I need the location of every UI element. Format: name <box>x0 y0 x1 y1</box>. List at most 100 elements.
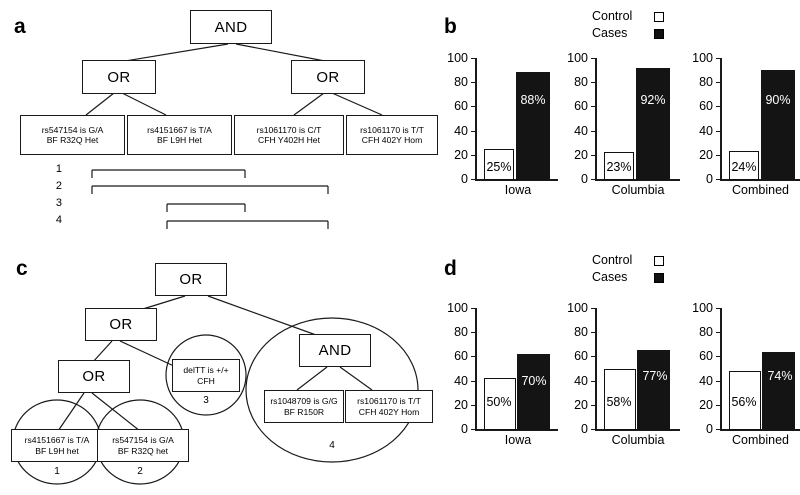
panel-c-group-label-4: 4 <box>329 440 335 451</box>
panel-b-legend: Control Cases <box>592 8 664 42</box>
y-tick-80 <box>591 332 595 334</box>
panel-c-leaf-rs4151667[interactable]: rs4151667 is T/A BF L9H het <box>11 429 103 462</box>
bar-control-combined[interactable] <box>729 371 761 430</box>
leaf-line-1: rs547154 is G/A <box>41 124 104 135</box>
leaf-line-1: rs1061170 is T/T <box>360 124 424 135</box>
panel-a-leaf-rs547154[interactable]: rs547154 is G/A BF R32Q Het <box>20 115 125 155</box>
y-tick-0 <box>471 429 475 431</box>
panel-a-node-or-right[interactable]: OR <box>291 60 365 94</box>
y-tick-0 <box>591 179 595 181</box>
legend-label-control: Control <box>592 253 633 267</box>
node-label: AND <box>318 342 352 359</box>
y-ticklabel-100: 100 <box>692 51 713 65</box>
y-tick-20 <box>471 155 475 157</box>
bar-value-cases-combined: 90% <box>765 93 791 107</box>
panel-c-node-or-level3[interactable]: OR <box>58 360 130 393</box>
bar-cases-combined[interactable] <box>762 351 795 430</box>
y-tick-40 <box>716 381 720 383</box>
y-tick-0 <box>716 179 720 181</box>
panel-a-leaf-rs4151667[interactable]: rs4151667 is T/A BF L9H Het <box>127 115 232 155</box>
bar-value-cases-combined: 74% <box>767 369 793 383</box>
legend-item-cases: Cases <box>592 25 664 42</box>
panel-a-bracket-label-1: 1 <box>55 163 62 175</box>
panel-d-letter: d <box>444 257 457 280</box>
bar-value-cases-iowa: 88% <box>520 93 546 107</box>
panel-a-bracket-label-4: 4 <box>55 214 62 226</box>
y-ticklabel-80: 80 <box>699 75 713 89</box>
leaf-line-1: rs1061170 is C/T <box>256 124 322 135</box>
panel-c-leaf-rs1048709[interactable]: rs1048709 is G/G BF R150R <box>264 390 344 423</box>
y-ticklabel-40: 40 <box>574 124 588 138</box>
y-tick-40 <box>471 131 475 133</box>
leaf-line-2: BF R32Q Het <box>46 135 99 145</box>
panel-a-bracket-label-2: 2 <box>55 180 62 192</box>
panel-b-subplot-combined: 100 80 60 40 20 0 24% 90% Combined <box>683 50 800 205</box>
bar-cases-iowa[interactable] <box>517 354 550 430</box>
bar-cases-iowa[interactable] <box>516 72 550 180</box>
bar-value-control-columbia: 58% <box>606 395 632 409</box>
y-tick-40 <box>591 131 595 133</box>
bar-control-iowa[interactable] <box>484 149 514 180</box>
bar-cases-combined[interactable] <box>761 70 795 180</box>
y-ticklabel-100: 100 <box>447 301 468 315</box>
panel-a-edges <box>85 43 383 229</box>
bar-value-cases-columbia: 92% <box>640 93 666 107</box>
panel-c-group-label-1: 1 <box>54 466 60 477</box>
bar-cases-columbia[interactable] <box>637 349 670 430</box>
panel-a-leaf-rs1061170-tt[interactable]: rs1061170 is T/T CFH 402Y Hom <box>346 115 438 155</box>
y-ticklabel-20: 20 <box>699 398 713 412</box>
leaf-line-1: rs1048709 is G/G <box>270 396 338 406</box>
y-ticklabel-20: 20 <box>699 148 713 162</box>
y-tick-100 <box>591 58 595 60</box>
category-label-iowa: Iowa <box>504 183 532 197</box>
node-label: OR <box>109 316 133 333</box>
leaf-line-2: CFH <box>197 375 215 386</box>
y-ticklabel-60: 60 <box>699 99 713 113</box>
node-label: OR <box>179 271 203 288</box>
legend-swatch-cases-icon <box>654 272 664 283</box>
category-label-combined: Combined <box>732 433 789 447</box>
panel-a-node-and[interactable]: AND <box>190 10 272 44</box>
y-tick-0 <box>591 429 595 431</box>
panel-a-tree: AND OR OR rs547154 is G/A BF R32Q Het rs… <box>0 0 440 245</box>
panel-b-letter: b <box>444 15 457 38</box>
x-axis <box>475 429 558 431</box>
bar-control-iowa[interactable] <box>484 377 516 430</box>
legend-label-cases: Cases <box>592 26 628 40</box>
category-label-columbia: Columbia <box>611 183 665 197</box>
legend-item-cases: Cases <box>592 269 664 286</box>
panel-c-node-or-root[interactable]: OR <box>155 263 227 296</box>
bar-value-control-columbia: 23% <box>606 160 632 174</box>
y-tick-40 <box>471 381 475 383</box>
panel-c-node-and[interactable]: AND <box>299 334 371 367</box>
y-axis <box>595 308 597 430</box>
bar-cases-columbia[interactable] <box>636 67 670 180</box>
y-ticklabel-20: 20 <box>574 148 588 162</box>
y-ticklabel-40: 40 <box>574 374 588 388</box>
bar-control-columbia[interactable] <box>604 151 634 180</box>
panel-c-leaf-rs547154[interactable]: rs547154 is G/A BF R32Q het <box>97 429 189 462</box>
panel-c-group-label-2: 2 <box>137 466 143 477</box>
panel-a-node-or-left[interactable]: OR <box>82 60 156 94</box>
y-tick-20 <box>591 405 595 407</box>
panel-a-leaf-rs1061170-ct[interactable]: rs1061170 is C/T CFH Y402H Het <box>234 115 344 155</box>
bar-control-columbia[interactable] <box>604 369 636 430</box>
panel-c-node-or-level2[interactable]: OR <box>85 308 157 341</box>
bar-value-control-iowa: 25% <box>486 160 512 174</box>
leaf-line-2: BF L9H Het <box>157 135 202 145</box>
panel-c-leaf-rs1061170[interactable]: rs1061170 is T/T CFH 402Y Hom <box>345 390 433 423</box>
panel-a-bracket-label-3: 3 <box>55 197 62 209</box>
panel-d-legend: Control Cases <box>592 252 664 286</box>
leaf-line-2: CFH Y402H Het <box>258 135 320 145</box>
category-label-combined: Combined <box>732 183 789 197</box>
y-ticklabel-20: 20 <box>454 398 468 412</box>
y-ticklabel-40: 40 <box>454 124 468 138</box>
panel-c-leaf-deltt[interactable]: delTT is +/+ CFH <box>172 359 240 392</box>
panel-c-group-label-3: 3 <box>203 395 209 406</box>
panel-c-tree: OR OR OR AND delTT is +/+ CFH rs4151667 … <box>0 245 440 495</box>
bar-value-cases-iowa: 70% <box>521 374 547 388</box>
y-tick-40 <box>591 381 595 383</box>
y-tick-80 <box>471 82 475 84</box>
bar-control-combined[interactable] <box>729 150 759 180</box>
